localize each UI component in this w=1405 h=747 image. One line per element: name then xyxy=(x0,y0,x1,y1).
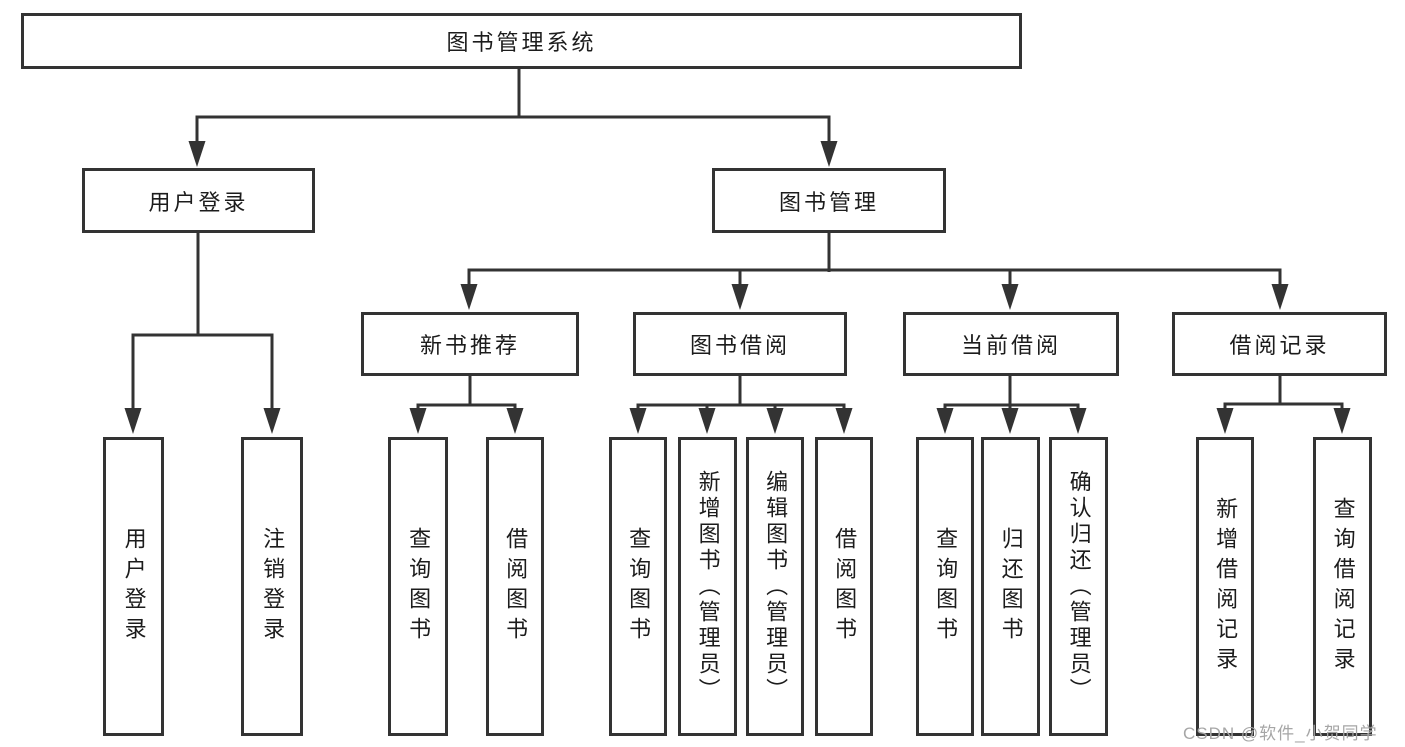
node-label: 确认归还（管理员） xyxy=(1066,469,1092,704)
node-label: 图书管理 xyxy=(778,189,879,215)
node-user-login: 用户登录 xyxy=(82,168,315,233)
node-label: 查询图书 xyxy=(406,526,432,647)
node-label: 借阅记录 xyxy=(1229,333,1330,358)
node-label: 新增图书（管理员） xyxy=(695,469,721,704)
connector-user-login-to-leaves xyxy=(124,233,281,434)
leaf-add-book-admin: 新增图书（管理员） xyxy=(678,437,737,736)
node-label: 查询图书 xyxy=(626,526,652,647)
arrow-down-icon xyxy=(698,408,716,434)
leaf-borrow-books-recommend: 借阅图书 xyxy=(486,437,544,736)
arrow-down-icon xyxy=(820,141,838,167)
node-label: 用户登录 xyxy=(148,189,249,215)
arrow-down-icon xyxy=(731,284,749,310)
node-label: 新书推荐 xyxy=(419,333,520,358)
connector-root-to-level2 xyxy=(188,68,838,167)
arrow-down-icon xyxy=(766,408,784,434)
node-label: 借阅图书 xyxy=(832,526,858,647)
leaf-add-borrow-record: 新增借阅记录 xyxy=(1196,437,1254,736)
connector-current-borrow-to-leaves xyxy=(936,375,1087,434)
leaf-query-books-current: 查询图书 xyxy=(916,437,974,736)
arrow-down-icon xyxy=(629,408,647,434)
connector-book-borrow-to-leaves xyxy=(629,375,853,434)
arrow-down-icon xyxy=(1001,408,1019,434)
arrow-down-icon xyxy=(1333,408,1351,434)
leaf-query-books-borrow: 查询图书 xyxy=(609,437,667,736)
csdn-watermark: CSDN @软件_小贺同学 xyxy=(1183,724,1378,743)
arrow-down-icon xyxy=(835,408,853,434)
node-label: 查询借阅记录 xyxy=(1330,496,1356,677)
node-book-borrow: 图书借阅 xyxy=(633,312,847,376)
node-label: 图书管理系统 xyxy=(446,30,597,55)
node-label: 用户登录 xyxy=(121,526,147,647)
node-label: 当前借阅 xyxy=(960,333,1061,358)
arrow-down-icon xyxy=(263,408,281,434)
leaf-user-login: 用户登录 xyxy=(103,437,164,736)
connector-book-management-to-level3 xyxy=(460,233,1289,310)
arrow-down-icon xyxy=(1069,408,1087,434)
node-label: 图书借阅 xyxy=(689,333,790,358)
node-new-book-recommend: 新书推荐 xyxy=(361,312,579,376)
leaf-edit-book-admin: 编辑图书（管理员） xyxy=(746,437,804,736)
arrow-down-icon xyxy=(124,408,142,434)
leaf-borrow-books: 借阅图书 xyxy=(815,437,873,736)
node-label: 查询图书 xyxy=(933,526,959,647)
node-label: 编辑图书（管理员） xyxy=(763,469,789,704)
node-label: 借阅图书 xyxy=(503,526,529,647)
connector-borrow-records-to-leaves xyxy=(1216,375,1351,434)
arrow-down-icon xyxy=(188,141,206,167)
leaf-logout: 注销登录 xyxy=(241,437,303,736)
arrow-down-icon xyxy=(506,408,524,434)
node-label: 新增借阅记录 xyxy=(1213,496,1239,677)
arrow-down-icon xyxy=(1216,408,1234,434)
node-current-borrow: 当前借阅 xyxy=(903,312,1119,376)
node-label: 归还图书 xyxy=(998,526,1024,647)
arrow-down-icon xyxy=(936,408,954,434)
leaf-return-book: 归还图书 xyxy=(981,437,1040,736)
node-book-management: 图书管理 xyxy=(712,168,946,233)
arrow-down-icon xyxy=(409,408,427,434)
leaf-query-borrow-record: 查询借阅记录 xyxy=(1313,437,1372,736)
arrow-down-icon xyxy=(460,284,478,310)
arrow-down-icon xyxy=(1001,284,1019,310)
node-label: 注销登录 xyxy=(260,526,286,647)
node-root-library-system: 图书管理系统 xyxy=(21,13,1022,69)
leaf-query-books-recommend: 查询图书 xyxy=(388,437,448,736)
connector-new-book-recommend-to-leaves xyxy=(409,375,524,434)
leaf-confirm-return-admin: 确认归还（管理员） xyxy=(1049,437,1108,736)
arrow-down-icon xyxy=(1271,284,1289,310)
node-borrow-records: 借阅记录 xyxy=(1172,312,1387,376)
